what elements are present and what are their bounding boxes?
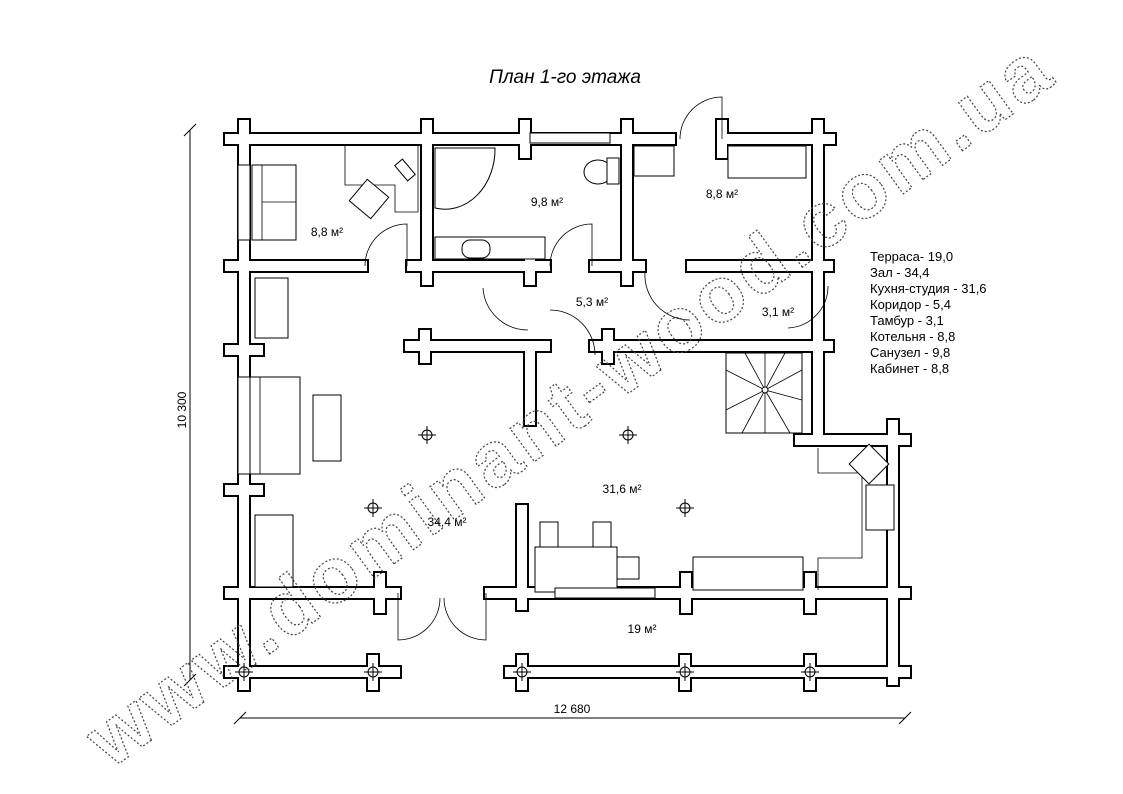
room-label-boiler-room: 8,8 м²: [706, 187, 738, 201]
doors: [237, 96, 829, 641]
legend-item: Тамбур - 3,1: [870, 313, 944, 328]
crosshair-mark: [676, 663, 694, 681]
legend-item: Санузел - 9,8: [870, 345, 950, 360]
room-label-corridor: 5,3 м²: [576, 295, 608, 309]
legend-item: Коридор - 5,4: [870, 297, 951, 312]
crosshair-mark: [676, 499, 694, 517]
legend-item: Кухня-студия - 31,6: [870, 281, 987, 296]
crosshair-mark: [364, 499, 382, 517]
crosshair-mark: [619, 426, 637, 444]
dimension-height: 10 300: [175, 123, 197, 687]
room-label-kitchen-studio: 31,6 м²: [603, 482, 642, 496]
crosshair-mark: [513, 663, 531, 681]
legend-item: Кабинет - 8,8: [870, 361, 949, 376]
dimension-width: 12 680: [233, 702, 912, 725]
crosshair-mark: [418, 426, 436, 444]
legend-item: Зал - 34,4: [870, 265, 930, 280]
room-label-hall: 34,4 м²: [428, 515, 467, 529]
room-labels: 8,8 м² 9,8 м² 8,8 м² 5,3 м² 3,1 м² 31,6 …: [311, 187, 794, 636]
legend-item: Котельня - 8,8: [870, 329, 955, 344]
crosshair-mark: [235, 663, 253, 681]
plan-title: План 1-го этажа: [489, 67, 641, 88]
room-label-vestibule: 3,1 м²: [762, 305, 794, 319]
width-dimension-label: 12 680: [554, 702, 591, 716]
crosshair-mark: [801, 663, 819, 681]
legend-item: Терраса- 19,0: [870, 249, 953, 264]
room-label-terrace: 19 м²: [628, 622, 657, 636]
height-dimension-label: 10 300: [175, 391, 189, 428]
area-legend: Терраса- 19,0 Зал - 34,4 Кухня-студия - …: [870, 249, 987, 376]
room-label-bathroom: 9,8 м²: [531, 195, 563, 209]
room-label-cabinet: 8,8 м²: [311, 225, 343, 239]
crosshair-mark: [364, 663, 382, 681]
